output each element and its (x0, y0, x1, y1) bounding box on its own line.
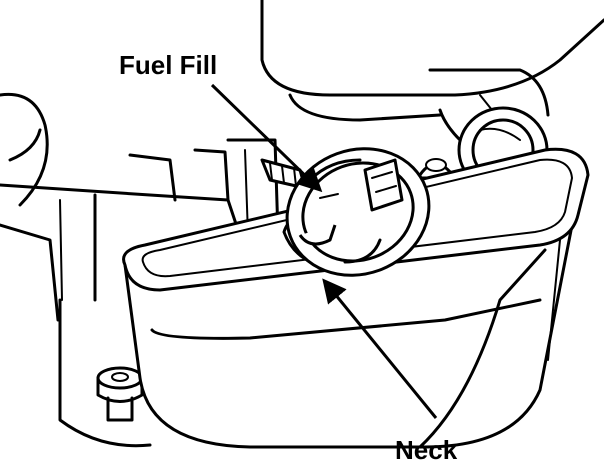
engine-body (0, 92, 280, 448)
fuel-fill-arrow (210, 83, 323, 193)
fuel-fill-cap (282, 147, 431, 277)
engine-housing (260, 0, 604, 122)
callout-arrows (210, 83, 438, 419)
neck-label: Neck (395, 435, 458, 465)
fuel-fill-label: Fuel Fill (119, 50, 217, 80)
neck-arrow (322, 278, 438, 419)
mounting-bolt (96, 366, 144, 422)
